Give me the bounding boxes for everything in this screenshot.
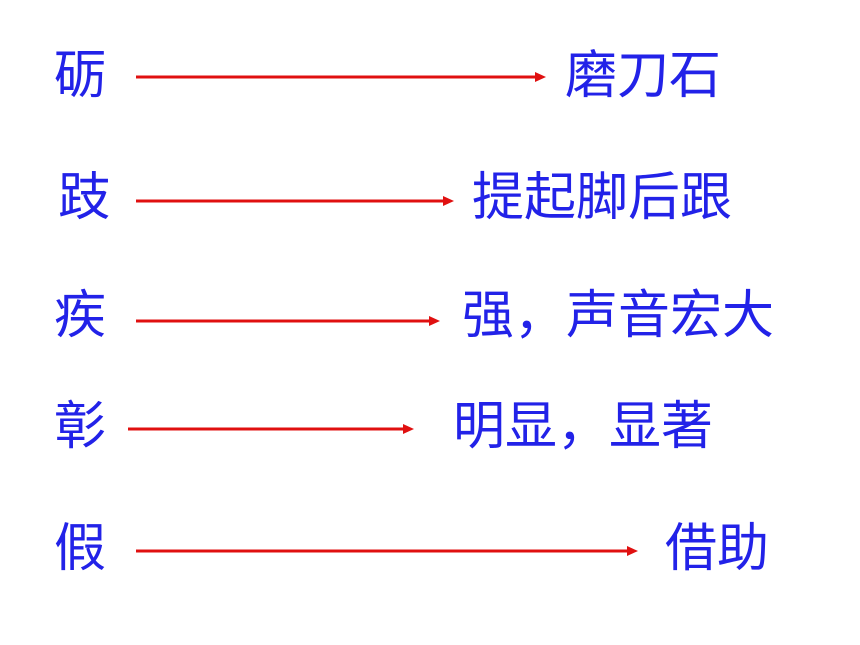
right-arrow-icon xyxy=(136,544,638,558)
definition-row: 砺 磨刀石 xyxy=(0,46,860,126)
term-meaning: 提起脚后跟 xyxy=(472,168,733,228)
term-char: 彰 xyxy=(54,397,107,457)
right-arrow-icon xyxy=(136,314,440,328)
arrow-shape xyxy=(136,316,440,326)
term-char: 疾 xyxy=(54,286,107,346)
term-char: 跂 xyxy=(58,168,111,228)
definition-row: 彰 明显，显著 xyxy=(0,397,860,477)
definition-row: 疾 强，声音宏大 xyxy=(0,286,860,366)
term-meaning: 借助 xyxy=(665,519,770,579)
arrow-shape xyxy=(136,72,546,82)
term-meaning: 磨刀石 xyxy=(565,46,722,106)
right-arrow-icon xyxy=(128,422,414,436)
arrow-head xyxy=(535,72,546,82)
arrow-head xyxy=(429,316,440,326)
definition-row: 假 借助 xyxy=(0,519,860,599)
right-arrow-icon xyxy=(136,194,454,208)
definition-row: 跂 提起脚后跟 xyxy=(0,168,860,248)
term-char: 假 xyxy=(54,519,107,579)
term-meaning: 强，声音宏大 xyxy=(462,286,775,346)
right-arrow-icon xyxy=(136,70,546,84)
arrow-shape xyxy=(128,424,414,434)
arrow-shape xyxy=(136,546,638,556)
arrow-head xyxy=(403,424,414,434)
arrow-head xyxy=(627,546,638,556)
arrow-shape xyxy=(136,196,454,206)
term-meaning: 明显，显著 xyxy=(453,397,714,457)
term-char: 砺 xyxy=(54,46,107,106)
arrow-head xyxy=(443,196,454,206)
